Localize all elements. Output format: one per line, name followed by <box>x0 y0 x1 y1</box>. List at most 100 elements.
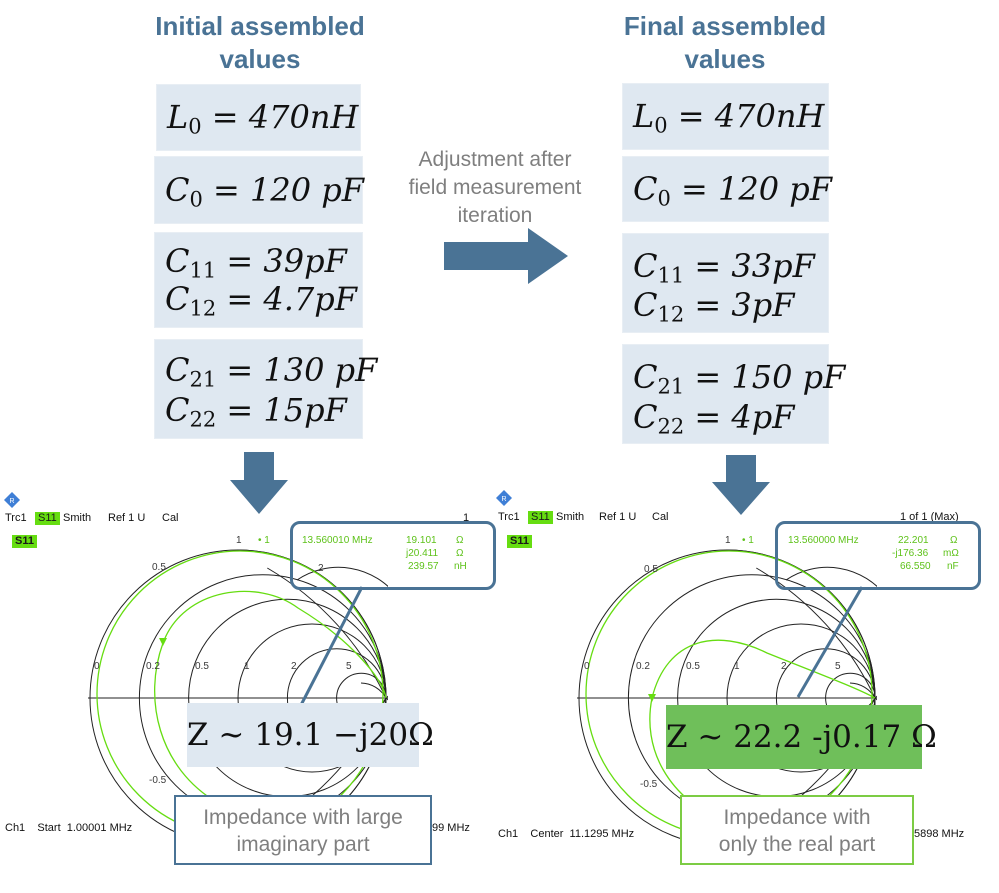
initial-l0-box: L0 = 470nH <box>157 85 360 150</box>
final-l0-eq: L0 = 470nH <box>633 97 825 138</box>
rs-logo-icon: R <box>4 492 20 508</box>
final-c0-eq: C0 = 120 pF <box>633 170 832 211</box>
initial-r-unit: Ω <box>456 535 464 546</box>
final-x-value: -j176.36 <box>892 548 929 559</box>
final-readout-callout <box>775 521 981 590</box>
final-bottom-left: Ch1 Center 11.1295 MHz <box>498 828 635 840</box>
final-x-unit: mΩ <box>943 548 959 559</box>
final-c1x-box: C11 = 33pF C12 = 3pF <box>623 234 828 332</box>
final-c11-value: 33pF <box>731 247 815 285</box>
initial-smith-panel: R Trc1 S11 Smith Ref 1 U Cal 1 S11 <box>0 488 480 888</box>
final-cal-label: Cal <box>652 511 669 523</box>
final-marker-id: • 1 <box>742 535 754 546</box>
initial-bottom-left: Ch1 Start 1.00001 MHz <box>5 822 133 834</box>
initial-values-title: Initial assembled values <box>140 10 380 76</box>
initial-c22-value: 15pF <box>263 391 347 429</box>
adjustment-line3: iteration <box>457 204 533 227</box>
final-mark-r1: 1 <box>734 661 740 672</box>
final-mark-x1: 1 <box>725 535 731 546</box>
initial-mark-r1: 1 <box>244 661 250 672</box>
final-bottom-right: 5898 MHz <box>914 828 965 840</box>
initial-x-value: j20.411 <box>406 548 439 559</box>
initial-c1x-box: C11 = 39pF C12 = 4.7pF <box>155 233 362 327</box>
initial-l0-value: 470nH <box>248 98 359 136</box>
initial-c0-value: 120 pF <box>250 171 364 209</box>
initial-ref-label: Ref 1 U <box>108 512 146 524</box>
initial-c12-value: 4.7pF <box>263 280 357 318</box>
final-c12-eq: C12 = 3pF <box>633 286 795 327</box>
initial-right-label: 1 <box>463 512 470 524</box>
initial-c11-eq: C11 = 39pF <box>165 242 347 283</box>
initial-mark-r2: 2 <box>291 661 297 672</box>
final-r-value: 22.201 <box>898 535 929 546</box>
final-impedance-line2: only the real part <box>718 833 876 856</box>
final-l0-value: 470nH <box>714 97 825 135</box>
initial-trace-label: Trc1 <box>5 512 27 524</box>
final-c11-eq: C11 = 33pF <box>633 247 815 288</box>
initial-cal-label: Cal <box>162 512 179 524</box>
final-mark-r5: 5 <box>835 661 841 672</box>
final-c21-eq: C21 = 150 pF <box>633 358 846 399</box>
final-title-line2: values <box>684 44 766 74</box>
svg-text:R: R <box>501 496 506 503</box>
final-c12-value: 3pF <box>731 286 795 324</box>
initial-mark-r0: 0 <box>94 661 100 672</box>
initial-mark-r05: 0.5 <box>195 661 209 672</box>
final-callout-pointer <box>796 586 864 698</box>
initial-mark-x2: 2 <box>318 563 324 574</box>
initial-l-value: 239.57 <box>408 561 439 572</box>
initial-x-unit: Ω <box>456 548 464 559</box>
final-s11-badge: S11 <box>507 535 532 548</box>
final-c22-value: 4pF <box>731 398 795 436</box>
final-marker-freq: 13.560000 MHz <box>788 535 859 546</box>
right-down-arrow <box>712 455 770 515</box>
adjustment-line1: Adjustment after <box>418 148 572 171</box>
final-mark-r2: 2 <box>781 661 787 672</box>
initial-l-unit: nH <box>454 561 467 572</box>
final-right-label: 1 of 1 (Max) <box>900 511 959 523</box>
final-c-unit: nF <box>947 561 959 572</box>
initial-s11-badge: S11 <box>12 535 37 548</box>
final-c0-box: C0 = 120 pF <box>623 157 832 221</box>
initial-mark-x1: 1 <box>236 535 242 546</box>
svg-text:R: R <box>9 498 14 505</box>
initial-l0-eq: L0 = 470nH <box>167 98 359 139</box>
final-title-line1: Final assembled <box>623 11 827 41</box>
final-param-tag: S11 <box>528 511 553 524</box>
initial-c21-eq: C21 = 130 pF <box>165 351 378 392</box>
adjustment-caption: Adjustment after field measurement itera… <box>385 146 605 230</box>
initial-c0-box: C0 = 120 pF <box>155 157 364 223</box>
initial-c12-eq: C12 = 4.7pF <box>165 280 357 321</box>
final-c2x-box: C21 = 150 pF C22 = 4pF <box>623 345 845 443</box>
final-l0-box: L0 = 470nH <box>623 84 828 149</box>
final-format-label: Smith <box>556 511 585 523</box>
initial-mark-r02: 0.2 <box>146 661 160 672</box>
final-mark-r05: 0.5 <box>686 661 700 672</box>
initial-mark-r5: 5 <box>346 661 352 672</box>
adjustment-arrow <box>444 228 568 284</box>
final-c-value: 66.550 <box>900 561 931 572</box>
initial-c2x-box: C21 = 130 pF C22 = 15pF <box>155 340 377 438</box>
final-values-title: Final assembled values <box>605 10 845 76</box>
initial-callout-pointer <box>298 586 364 708</box>
final-impedance-box: Impedance with only the real part <box>680 795 914 865</box>
initial-readout-callout <box>290 521 496 590</box>
adjustment-line2: field measurement <box>408 176 582 199</box>
initial-r-value: 19.101 <box>406 535 437 546</box>
initial-title-line1: Initial assembled <box>155 11 365 41</box>
initial-format-label: Smith <box>63 512 92 524</box>
final-z-box: Z ~ 22.2 -j0.17 Ω <box>666 705 937 769</box>
final-ref-label: Ref 1 U <box>599 511 637 523</box>
initial-impedance-line2: imaginary part <box>236 833 370 856</box>
initial-bottom-right: 99 MHz <box>432 822 470 834</box>
final-r-unit: Ω <box>950 535 958 546</box>
final-impedance-line1: Impedance with <box>723 806 871 829</box>
initial-marker-freq: 13.560010 MHz <box>302 535 373 546</box>
initial-param-tag: S11 <box>35 512 60 525</box>
initial-title-line2: values <box>219 44 301 74</box>
initial-marker-id: • 1 <box>258 535 270 546</box>
initial-c0-eq: C0 = 120 pF <box>165 171 364 212</box>
final-mark-r02: 0.2 <box>636 661 650 672</box>
rs-logo-icon: R <box>496 490 512 506</box>
final-mark-xm05: -0.5 <box>640 779 658 790</box>
